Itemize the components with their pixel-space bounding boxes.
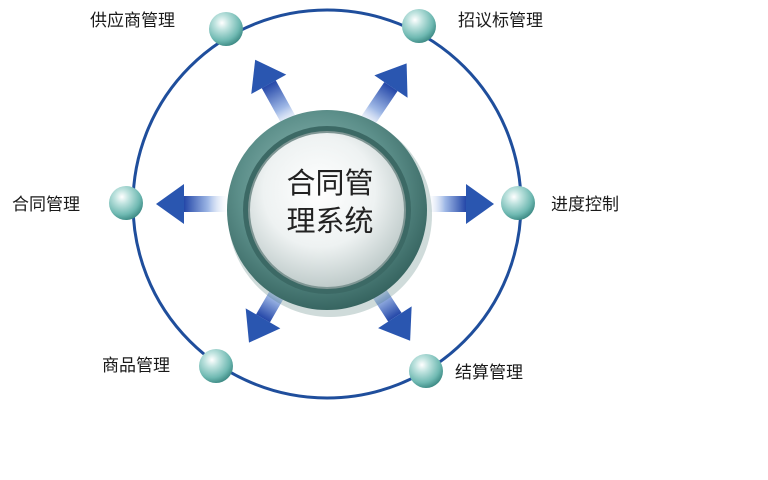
label-contract: 合同管理	[12, 195, 80, 215]
center-title: 合同管 理系统	[254, 164, 406, 240]
node-supplier-icon	[209, 12, 243, 46]
label-supplier: 供应商管理	[90, 11, 175, 31]
node-goods-icon	[199, 349, 233, 383]
label-settlement: 结算管理	[455, 363, 523, 383]
central-hub	[227, 110, 432, 317]
node-bidding-icon	[402, 9, 436, 43]
label-progress: 进度控制	[551, 195, 619, 215]
center-title-line1: 合同管	[286, 166, 374, 200]
label-goods: 商品管理	[102, 356, 170, 376]
arrow-to-progress	[428, 184, 494, 224]
label-bidding: 招议标管理	[458, 11, 543, 31]
node-settlement-icon	[409, 354, 443, 388]
arrow-to-contract	[156, 184, 228, 224]
center-title-line2: 理系统	[286, 204, 374, 238]
node-progress-icon	[501, 186, 535, 220]
node-contract-icon	[109, 186, 143, 220]
